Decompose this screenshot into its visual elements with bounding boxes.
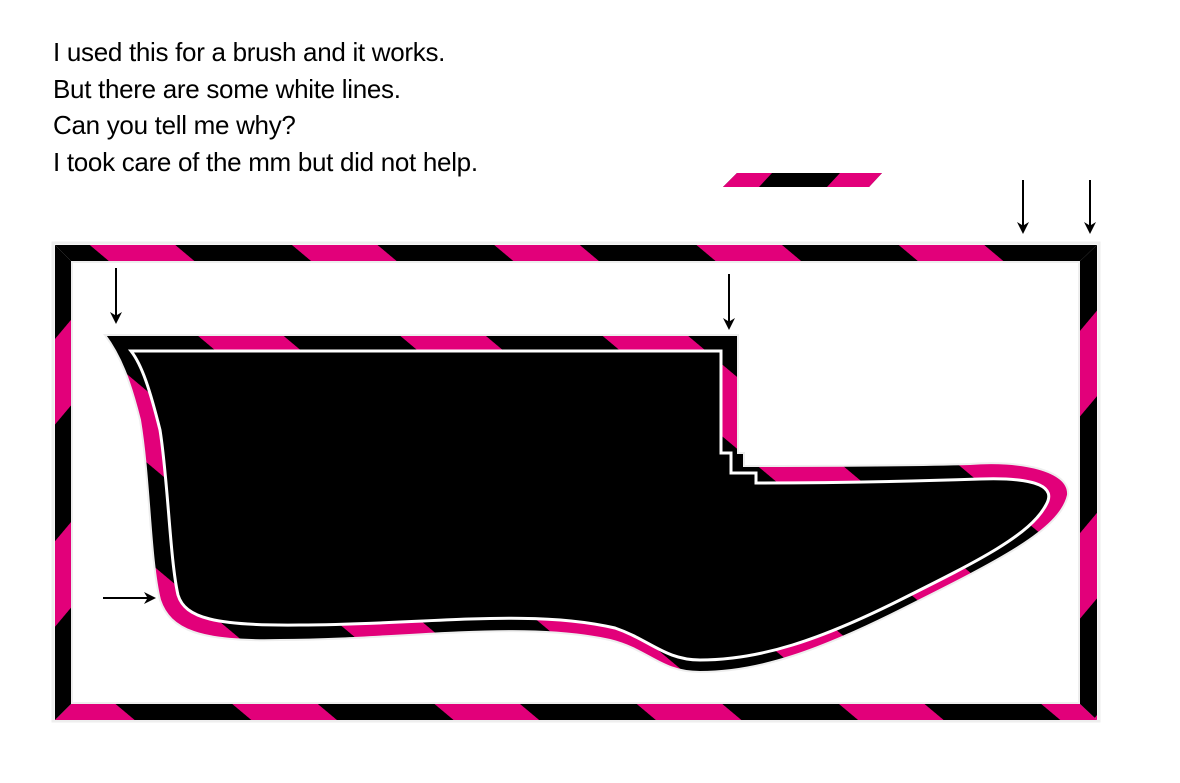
shoe-shape	[103, 334, 1070, 674]
annotation-arrows	[103, 180, 1096, 604]
question-line-1: I used this for a brush and it works.	[53, 37, 446, 67]
question-line-2: But there are some white lines.	[53, 73, 401, 104]
question-line-4: I took care of the mm but did not help.	[53, 146, 478, 177]
brush-swatch	[723, 173, 882, 187]
question-line-3: Can you tell me why?	[53, 110, 296, 140]
question-text: I used this for a brush and it works. Bu…	[53, 34, 478, 180]
